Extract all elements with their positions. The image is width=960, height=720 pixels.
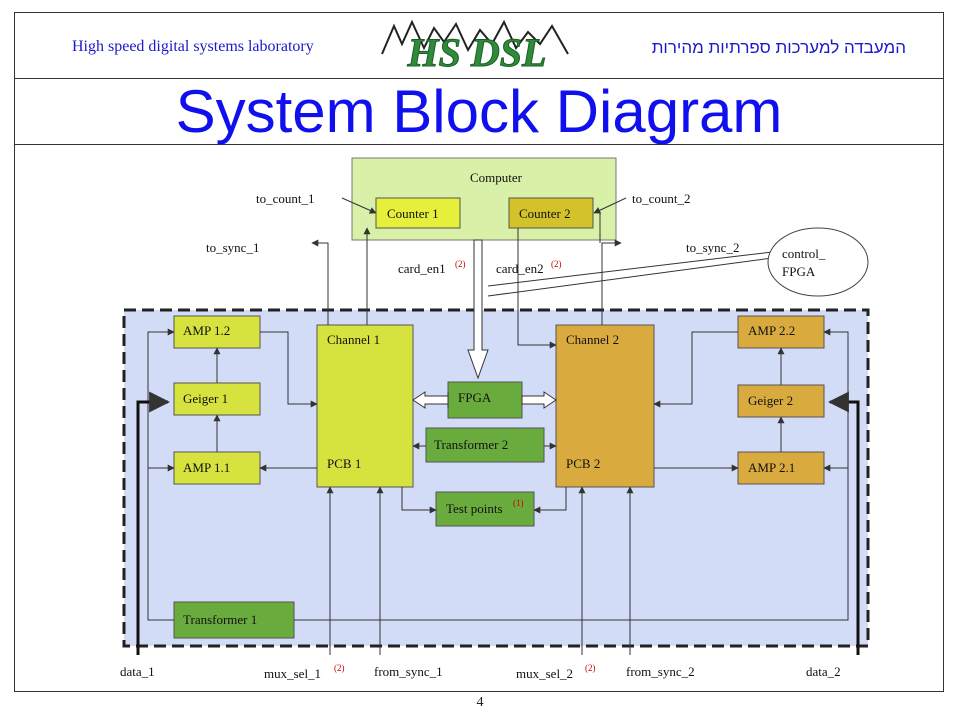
data-2-line: [827, 391, 860, 655]
mux-sel-1-superscript: (2): [334, 663, 345, 673]
amp22-label: AMP 2.2: [748, 323, 795, 338]
mux-sel-1-label: mux_sel_1: [264, 666, 321, 681]
fpga-label: FPGA: [458, 390, 492, 405]
to-count-1-line: [341, 197, 377, 214]
data-2-label: data_2: [806, 664, 841, 679]
card-en1-label: card_en1: [398, 261, 446, 276]
from-sync-1-label: from_sync_1: [374, 664, 443, 679]
title-divider: [14, 144, 944, 145]
amp11-label: AMP 1.1: [183, 460, 230, 475]
to-sync-1-label: to_sync_1: [206, 240, 259, 255]
counter1-label: Counter 1: [387, 206, 439, 221]
counter1-block: [375, 197, 461, 229]
counter2-block: [508, 197, 594, 229]
computer-label: Computer: [470, 170, 523, 185]
to-sync-2-line: [601, 239, 622, 325]
amp12-to-pcb1: [260, 331, 318, 408]
computer-to-fpga-arrow: [467, 239, 489, 380]
to-count-2-label: to_count_2: [632, 191, 691, 206]
channel1-label: Channel 1: [327, 332, 380, 347]
slide-frame: [14, 12, 944, 692]
page-title: System Block Diagram: [175, 78, 783, 145]
card-en2-superscript: (2): [551, 259, 562, 269]
control-fpga-label-line2: FPGA: [782, 264, 816, 279]
transformer2-block: [425, 427, 545, 463]
fpga-pcb1-double-arrow: [412, 391, 449, 409]
geiger1-block: [173, 382, 261, 416]
geiger2-block: [737, 384, 825, 418]
pcb2-block: [555, 324, 655, 488]
card-en2-line: [517, 228, 557, 349]
test-points-label: Test points: [446, 501, 503, 516]
amp21-label: AMP 2.1: [748, 460, 795, 475]
transformer1-label: Transformer 1: [183, 612, 257, 627]
amp22-to-pcb2: [653, 331, 738, 408]
geiger2-label: Geiger 2: [748, 393, 793, 408]
data-1-label: data_1: [120, 664, 155, 679]
channel2-label: Channel 2: [566, 332, 619, 347]
card-en2-label: card_en2: [496, 261, 544, 276]
test-points-superscript: (1): [513, 498, 524, 508]
test-points-block: [435, 491, 535, 527]
to-count-1-label: to_count_1: [256, 191, 315, 206]
amp11-block: [173, 451, 261, 485]
transformer2-label: Transformer 2: [434, 437, 508, 452]
page-number: 4: [476, 695, 484, 710]
header-divider: [14, 78, 944, 79]
pcb1-to-test-points: [401, 487, 437, 514]
amp12-label: AMP 1.2: [183, 323, 230, 338]
card-en1-superscript: (2): [455, 259, 466, 269]
control-fpga-pointer: [487, 251, 773, 297]
transformer1-feed-left: [147, 328, 175, 621]
logo-text: HS DSL: [407, 30, 547, 75]
data-1-line: [136, 391, 171, 655]
to-count-2-line: [593, 197, 627, 214]
pcb1-block: [316, 324, 414, 488]
to-sync-1-line: [311, 239, 329, 325]
transformer1-feed-right: [294, 328, 849, 621]
amp21-block: [737, 451, 825, 485]
pcb2-label: PCB 2: [566, 456, 600, 471]
lab-name-english: High speed digital systems laboratory: [72, 38, 314, 55]
geiger1-label: Geiger 1: [183, 391, 228, 406]
fpga-pcb2-double-arrow: [521, 391, 557, 409]
amp22-block: [737, 315, 825, 349]
pcb1-label: PCB 1: [327, 456, 361, 471]
hsdsl-logo: HS DSL: [381, 19, 569, 76]
counter2-label: Counter 2: [519, 206, 571, 221]
control-fpga-callout: [767, 227, 869, 297]
mux-sel-2-label: mux_sel_2: [516, 666, 573, 681]
lab-name-hebrew: המעבדה למערכות ספרתיות מהירות: [651, 38, 906, 57]
from-sync-2-label: from_sync_2: [626, 664, 695, 679]
to-sync-2-label: to_sync_2: [686, 240, 739, 255]
control-fpga-label-line1: control_: [782, 246, 826, 261]
mux-sel-2-superscript: (2): [585, 663, 596, 673]
pcb2-to-test-points: [533, 487, 567, 514]
